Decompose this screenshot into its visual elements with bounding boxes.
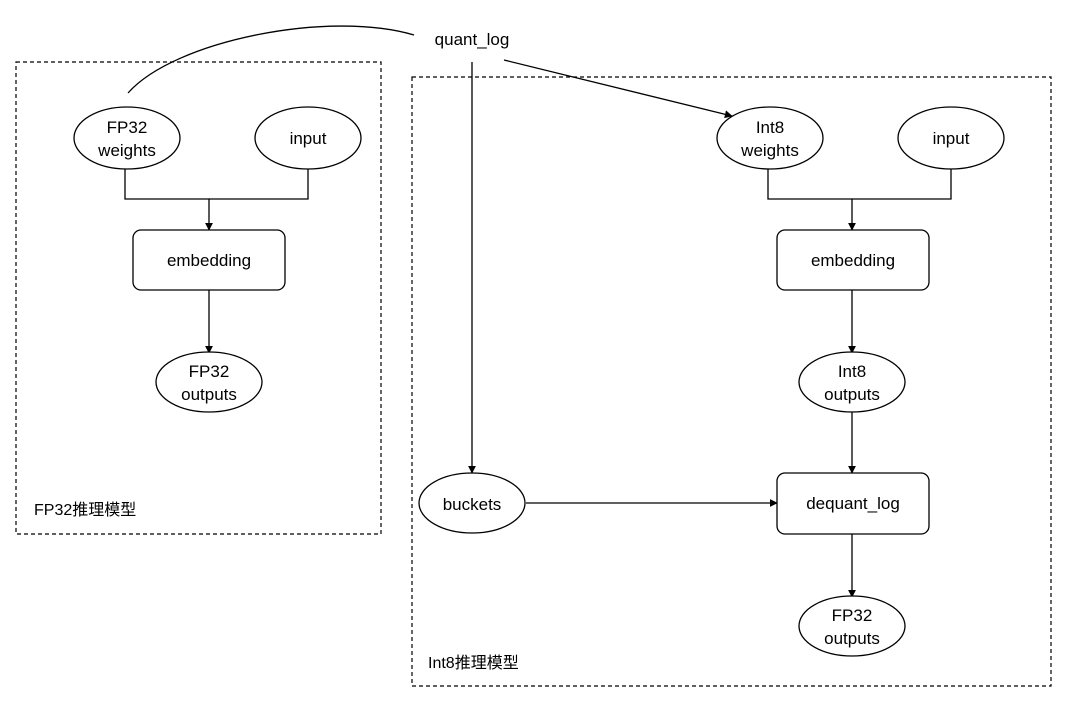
node-fp32-weights-line1: FP32	[107, 118, 148, 137]
node-int8-outputs: Int8 outputs	[798, 351, 906, 413]
edge-quantlog-fp32-weights	[127, 25, 415, 94]
node-fp32-input-label: input	[290, 129, 327, 148]
edge-int8-weights-embedding	[767, 169, 856, 231]
edge-fp32-input-embedding	[209, 169, 309, 200]
edge-fp32-weights-embedding	[124, 169, 213, 231]
node-int8-embedding-label: embedding	[811, 251, 895, 270]
node-int8-weights-line1: Int8	[756, 118, 784, 137]
node-buckets-label: buckets	[443, 495, 502, 514]
fp32-group-label: FP32推理模型	[34, 501, 136, 519]
node-int8-weights: Int8 weights	[716, 106, 824, 170]
node-fp32-outputs-line2: outputs	[181, 385, 237, 404]
node-int8-outputs-line1: Int8	[838, 362, 866, 381]
edge-quantlog-int8-weights	[503, 59, 733, 119]
node-int8-input-label: input	[933, 129, 970, 148]
node-fp32-outputs: FP32 outputs	[155, 351, 263, 413]
node-fp32-outputs-line1: FP32	[189, 362, 230, 381]
node-fp32-embedding: embedding	[132, 229, 286, 291]
node-final-fp32-outputs: FP32 outputs	[798, 595, 906, 657]
node-fp32-embedding-label: embedding	[167, 251, 251, 270]
node-int8-outputs-line2: outputs	[824, 385, 880, 404]
node-buckets: buckets	[418, 472, 526, 534]
node-final-fp32-outputs-line2: outputs	[824, 629, 880, 648]
node-dequant-log-label: dequant_log	[806, 494, 900, 513]
fp32-group-container	[15, 61, 382, 535]
int8-group-container	[411, 76, 1052, 687]
node-fp32-weights: FP32 weights	[73, 106, 181, 170]
node-fp32-weights-line2: weights	[97, 141, 156, 160]
quant-log-source-label: quant_log	[435, 30, 510, 49]
node-fp32-input: input	[254, 106, 362, 170]
edge-int8-input-embedding	[852, 169, 952, 200]
node-dequant-log: dequant_log	[776, 472, 930, 535]
node-int8-embedding: embedding	[776, 229, 930, 291]
node-int8-weights-line2: weights	[740, 141, 799, 160]
node-final-fp32-outputs-line1: FP32	[832, 606, 873, 625]
node-int8-input: input	[897, 106, 1005, 170]
int8-group-label: Int8推理模型	[428, 654, 519, 672]
